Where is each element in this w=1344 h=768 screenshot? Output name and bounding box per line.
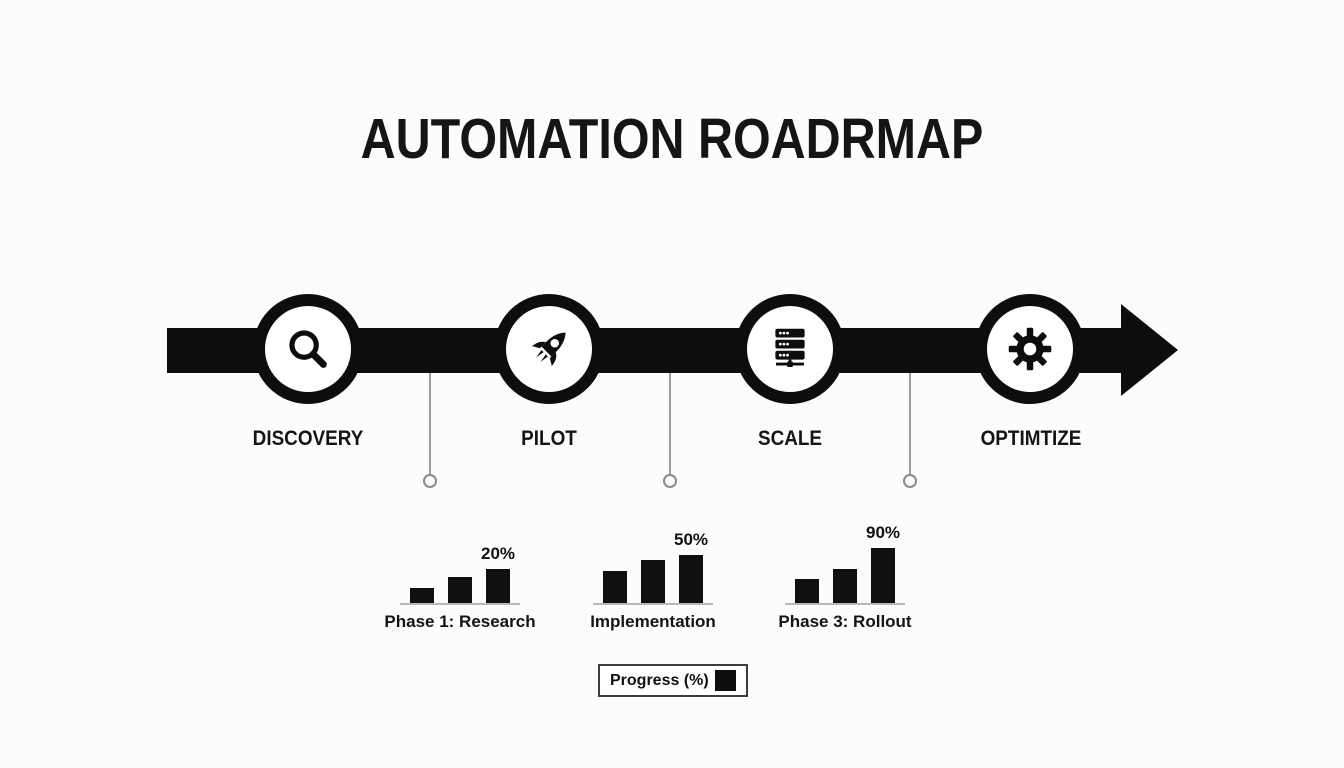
- timeline-node-scale: [735, 294, 845, 404]
- timeline-node-discovery: [253, 294, 363, 404]
- bar: [679, 555, 703, 603]
- rocket-icon: [532, 332, 566, 366]
- connector-dot-1: [423, 474, 437, 488]
- legend-swatch: [715, 670, 736, 691]
- connector-dot-3: [903, 474, 917, 488]
- bar: [833, 569, 857, 603]
- chart-plot: 90%: [765, 523, 925, 603]
- timeline-node-pilot: [494, 294, 604, 404]
- chart-caption: Phase 3: Rollout: [778, 612, 912, 631]
- chart-plot: 20%: [380, 541, 540, 603]
- data-label: 90%: [865, 523, 901, 542]
- chart-baseline: [400, 603, 520, 605]
- server-icon: [775, 328, 805, 367]
- data-label: 20%: [480, 544, 516, 563]
- bar: [603, 571, 627, 603]
- chart-baseline: [785, 603, 905, 605]
- gear-icon: [1008, 327, 1052, 371]
- legend: Progress (%): [598, 664, 748, 697]
- node-label-optimtize: OPTIMTIZE: [980, 427, 1082, 450]
- node-label-discovery: DISCOVERY: [252, 427, 364, 450]
- connector-line-1: [429, 373, 431, 474]
- chart-baseline: [593, 603, 713, 605]
- chart-caption: Implementation: [590, 612, 716, 631]
- node-label-pilot: PILOT: [521, 427, 577, 450]
- timeline-arrowhead: [1121, 304, 1178, 396]
- node-label-scale: SCALE: [757, 427, 823, 450]
- bar: [871, 548, 895, 603]
- bar-chart-implementation: 50% Implementation: [573, 530, 733, 632]
- chart-plot: 50%: [573, 530, 733, 603]
- bar: [486, 569, 510, 603]
- connector-line-2: [669, 373, 671, 474]
- bar-chart-rollout: 90% Phase 3: Rollout: [765, 523, 925, 632]
- connector-dot-2: [663, 474, 677, 488]
- page-title: AUTOMATION ROADRMAP: [360, 107, 984, 171]
- bar: [448, 577, 472, 603]
- legend-label: Progress (%): [610, 671, 709, 689]
- data-label: 50%: [673, 530, 709, 549]
- bar: [410, 588, 434, 603]
- bar: [641, 560, 665, 603]
- connector-line-3: [909, 373, 911, 474]
- chart-caption: Phase 1: Research: [384, 612, 536, 631]
- bar: [795, 579, 819, 603]
- search-icon: [289, 330, 327, 368]
- timeline-node-optimtize: [975, 294, 1085, 404]
- bar-chart-phase1: 20% Phase 1: Research: [380, 541, 540, 632]
